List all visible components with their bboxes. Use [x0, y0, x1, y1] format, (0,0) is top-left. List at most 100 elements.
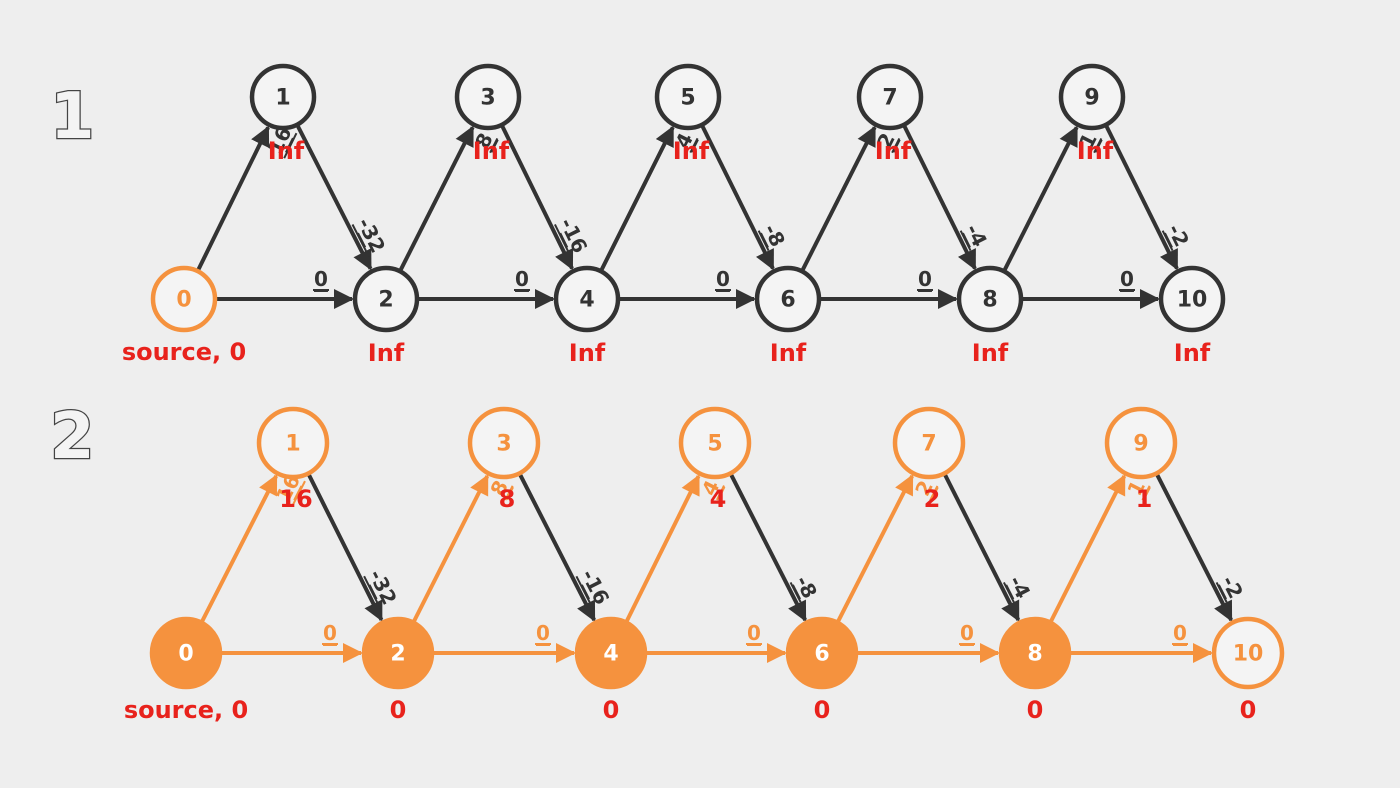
- node-label: 1: [275, 86, 290, 111]
- edge-weight-label: 0: [536, 621, 550, 645]
- edge-0-1: [195, 125, 270, 273]
- node-label: 7: [921, 432, 936, 457]
- node-label: 6: [780, 288, 795, 313]
- edge-weight-underline: [929, 485, 939, 501]
- edge-weight-underline: [1093, 137, 1103, 154]
- node-label: 0: [176, 288, 191, 313]
- edge-8-9: [1002, 125, 1079, 273]
- node-7: [892, 406, 966, 480]
- edge-weight-underline: [504, 485, 514, 501]
- edge-weight-underline: [285, 137, 294, 153]
- edge-4-5: [599, 125, 675, 273]
- node-5: [654, 63, 722, 131]
- node-label: 7: [882, 86, 897, 111]
- edge-weight-underline: [357, 232, 367, 248]
- node-4: [553, 265, 621, 333]
- distance-label: 4: [710, 485, 727, 513]
- distance-label: Inf: [770, 339, 807, 367]
- edge-6-7: [800, 125, 877, 273]
- edge-weight-underline: [791, 584, 802, 600]
- node-label: 1: [285, 432, 300, 457]
- source-label: source, 0: [122, 338, 246, 366]
- node-8: [956, 265, 1024, 333]
- edge-4-5: [624, 474, 701, 624]
- edge-7-8: [942, 472, 1021, 622]
- distance-label: 8: [499, 485, 516, 513]
- edge-weight-label: 0: [747, 621, 761, 645]
- distance-label: 0: [1240, 696, 1257, 724]
- node-label: 10: [1177, 288, 1208, 313]
- node-label: 4: [603, 642, 618, 667]
- edge-weight-label: 0: [1173, 621, 1187, 645]
- distance-label: Inf: [368, 339, 405, 367]
- edge-weight-underline: [1005, 584, 1015, 600]
- edge-weight-label: 0: [515, 267, 529, 291]
- distance-label: Inf: [569, 339, 606, 367]
- node-3: [454, 63, 522, 131]
- edge-weight-underline: [716, 485, 725, 501]
- node-2: [361, 616, 435, 690]
- edge-weight-label: 0: [323, 621, 337, 645]
- distance-label: 1: [1136, 485, 1153, 513]
- node-label: 8: [982, 288, 997, 313]
- node-label: 5: [680, 86, 695, 111]
- edge-weight-underline: [891, 137, 901, 154]
- node-0: [149, 616, 223, 690]
- node-layer: 01Inf2Inf3Inf4Inf5Inf6Inf7Inf8Inf9Inf10I…: [150, 63, 1226, 367]
- edge-weight-underline: [580, 584, 591, 600]
- distance-label: 2: [924, 485, 941, 513]
- distance-label: 16: [279, 485, 312, 513]
- edge-3-4: [499, 123, 574, 271]
- node-label: 2: [390, 642, 405, 667]
- panel-number: 1: [50, 80, 95, 154]
- edge-8-9: [1048, 474, 1127, 624]
- edge-weight-underline: [559, 232, 569, 248]
- edge-9-10: [1154, 472, 1233, 622]
- distance-label: Inf: [1174, 339, 1211, 367]
- node-6: [754, 265, 822, 333]
- node-9: [1058, 63, 1126, 131]
- node-6: [785, 616, 859, 690]
- distance-label: Inf: [875, 137, 912, 165]
- distance-label: 0: [1027, 696, 1044, 724]
- edge-5-6: [728, 472, 807, 622]
- node-1: [256, 406, 330, 480]
- edge-2-3: [398, 125, 475, 273]
- edge-weight-label: 0: [1120, 267, 1134, 291]
- node-label: 10: [1233, 642, 1264, 667]
- distance-label: Inf: [1077, 137, 1114, 165]
- node-5: [678, 406, 752, 480]
- node-4: [574, 616, 648, 690]
- edge-9-10: [1103, 123, 1179, 271]
- edge-weight-underline: [1141, 485, 1151, 501]
- node-10: [1158, 265, 1226, 333]
- distance-label: Inf: [473, 137, 510, 165]
- node-label: 9: [1133, 432, 1148, 457]
- edge-1-2: [295, 123, 373, 271]
- node-label: 8: [1027, 642, 1042, 667]
- edge-weight-underline: [293, 485, 303, 501]
- node-label: 9: [1084, 86, 1099, 111]
- edge-weight-label: 0: [918, 267, 932, 291]
- edge-weight-label: 0: [314, 267, 328, 291]
- edge-weight-underline: [689, 137, 699, 154]
- node-label: 5: [707, 432, 722, 457]
- node-label: 6: [814, 642, 829, 667]
- edge-weight-label: 0: [960, 621, 974, 645]
- edge-7-8: [901, 123, 977, 271]
- edge-0-1: [199, 474, 278, 624]
- distance-label: Inf: [972, 339, 1009, 367]
- edge-6-7: [835, 474, 914, 624]
- edge-weight-underline: [962, 232, 971, 248]
- edge-1-2: [306, 472, 384, 622]
- distance-label: 0: [603, 696, 620, 724]
- node-label: 0: [178, 642, 193, 667]
- distance-label: 0: [814, 696, 831, 724]
- distance-label: Inf: [268, 137, 305, 165]
- node-label: 2: [378, 288, 393, 313]
- edge-weight-underline: [1164, 232, 1173, 248]
